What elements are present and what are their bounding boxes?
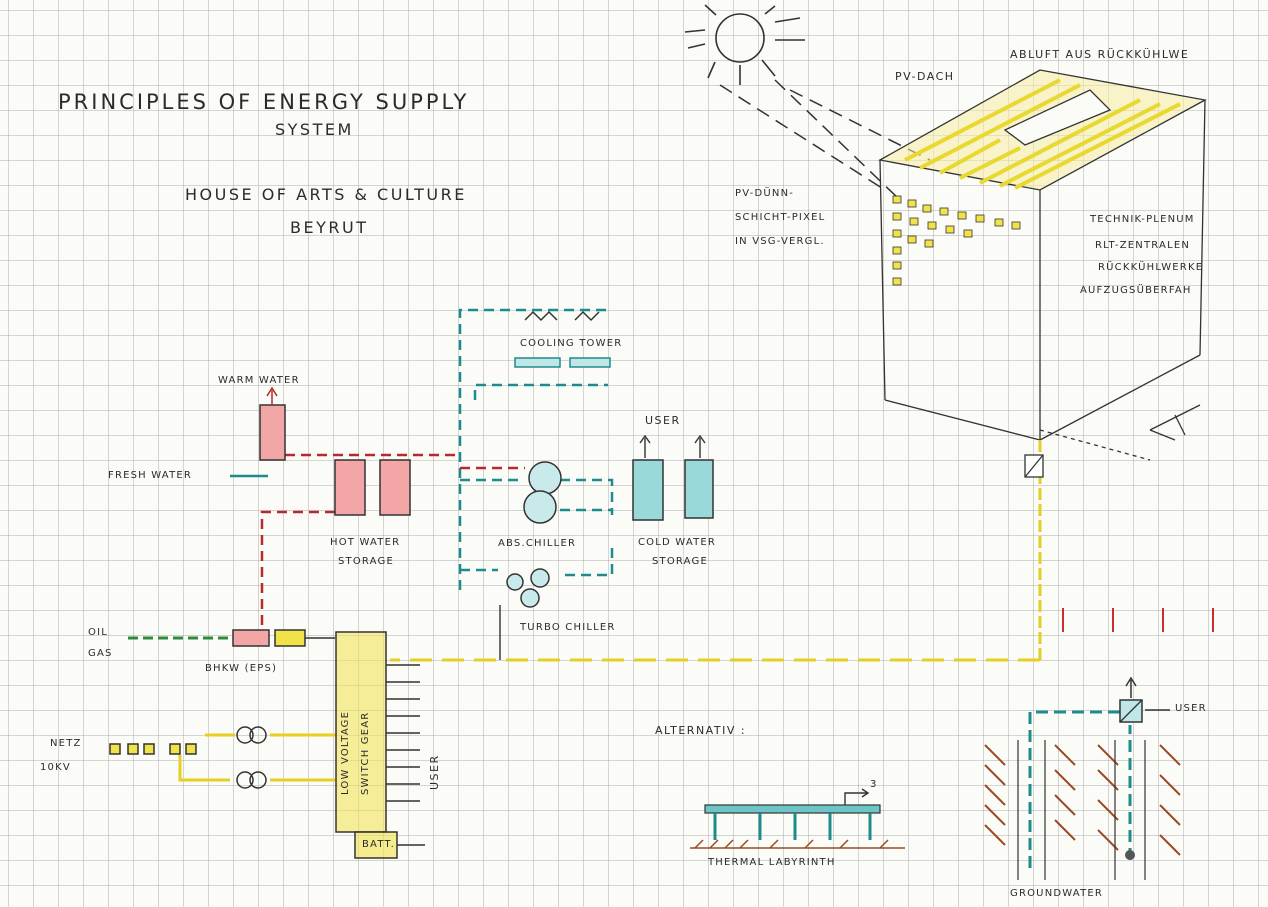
red-tick-marks — [1062, 608, 1214, 632]
exhaust-label: ABLUFT AUS RÜCKKÜHLWE — [1010, 48, 1190, 61]
grid-feed-lines — [178, 733, 335, 782]
hot-water-storage-label-2: STORAGE — [338, 556, 395, 567]
transformer-icons — [236, 726, 267, 789]
pv-facade-label-2: SCHICHT-PIXEL — [735, 212, 826, 223]
bhkw-label: BHKW (EPS) — [205, 663, 278, 674]
cooling-tower-circuit — [458, 308, 614, 590]
groundwater-label: GROUNDWATER — [1010, 888, 1104, 899]
battery-label: BATT. — [362, 839, 395, 850]
pv-facade-label-1: PV-DÜNN- — [735, 188, 795, 199]
fresh-water-label: FRESH WATER — [108, 470, 193, 481]
thermal-labyrinth-icon — [690, 788, 905, 849]
groundwater-wells — [984, 676, 1181, 880]
pv-roof-label: PV-DACH — [895, 70, 955, 83]
labyrinth-number: 3 — [870, 779, 878, 790]
cooling-tower-fans — [524, 310, 600, 322]
grid-connection — [109, 743, 197, 755]
user-power-label: USER — [428, 754, 441, 790]
warm-water-label: WARM WATER — [218, 375, 300, 386]
abs-chiller-label: ABS.CHILLER — [498, 538, 577, 549]
user-arrows — [639, 434, 706, 458]
hot-water-circuit — [260, 453, 525, 625]
netz-voltage-label: 10KV — [40, 762, 71, 773]
cold-water-storage-label-2: STORAGE — [652, 556, 709, 567]
technik-label-2: RLT-ZENTRALEN — [1095, 240, 1191, 251]
cooling-tower-units — [514, 357, 611, 368]
user-ground-label: USER — [1175, 703, 1207, 714]
building-outline — [878, 69, 1207, 660]
cold-water-storage-label-1: COLD WATER — [638, 537, 717, 548]
oil-label: OIL — [88, 627, 108, 638]
alternativ-label: ALTERNATIV : — [655, 724, 747, 737]
thermal-labyrinth-label: THERMAL LABYRINTH — [708, 857, 836, 868]
user-cold-label: USER — [645, 414, 681, 427]
title-line-1: PRINCIPLES OF ENERGY SUPPLY — [58, 90, 470, 114]
cold-water-storage-tanks — [632, 459, 714, 521]
sun-ray-lines — [719, 79, 931, 201]
subtitle-line-2: BEYRUT — [290, 218, 369, 237]
pv-facade-pixels — [892, 195, 1021, 286]
sun-icon — [684, 4, 805, 85]
technik-label-3: RÜCKKÜHLWERKE — [1098, 262, 1204, 273]
netz-label: NETZ — [50, 738, 82, 749]
turbo-chiller-icon — [506, 568, 550, 608]
hot-water-storage-label-1: HOT WATER — [330, 537, 401, 548]
hot-water-storage-tanks — [259, 404, 411, 516]
abs-chiller-icon — [523, 461, 562, 524]
switchgear-label-2: SWITCH GEAR — [360, 711, 371, 795]
bhkw-units — [232, 629, 306, 647]
warm-water-arrow — [266, 386, 278, 405]
pv-roof-stripes — [904, 78, 1181, 190]
title-line-2: SYSTEM — [275, 120, 354, 139]
subtitle-line-1: HOUSE OF ARTS & CULTURE — [185, 185, 467, 204]
technik-label-4: AUFZUGSÜBERFAH — [1080, 285, 1192, 296]
technik-label-1: TECHNIK-PLENUM — [1090, 214, 1195, 225]
switchgear-label-1: LOW VOLTAGE — [340, 710, 351, 795]
gas-label: GAS — [88, 648, 113, 659]
pv-facade-label-3: IN VSG-VERGL. — [735, 236, 825, 247]
turbo-chiller-label: TURBO CHILLER — [520, 622, 616, 633]
cooling-tower-label: COOLING TOWER — [520, 338, 623, 349]
switchgear-outputs — [386, 664, 420, 802]
